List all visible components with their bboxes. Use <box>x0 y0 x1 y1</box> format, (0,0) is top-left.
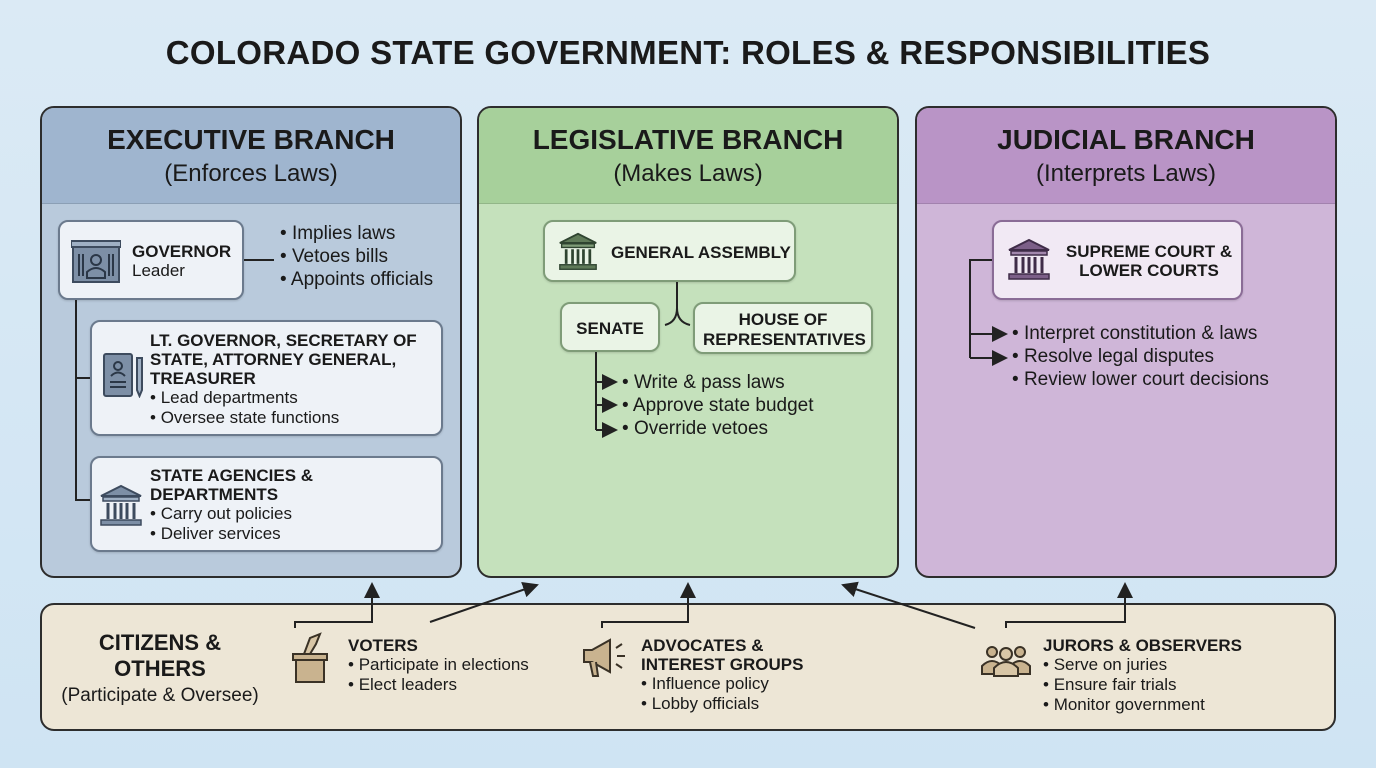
voters-to-legislative-arrow <box>429 582 539 623</box>
executive-hierarchy-line <box>75 300 90 501</box>
judicial-header: JUDICIAL BRANCH (Interprets Laws) <box>917 108 1335 204</box>
courts-title: SUPREME COURT & LOWER COURTS <box>1065 242 1233 280</box>
jurors-to-judicial-arrow <box>1005 582 1133 628</box>
advocates-title: ADVOCATES & INTEREST GROUPS <box>641 636 804 674</box>
citizens-label: CITIZENS & OTHERS (Participate & Oversee… <box>50 630 270 707</box>
senate-title: SENATE <box>576 319 644 338</box>
legislative-header: LEGISLATIVE BRANCH (Makes Laws) <box>479 108 897 204</box>
voters-title: VOTERS <box>348 636 418 655</box>
duty-item: • Monitor government <box>1043 695 1205 714</box>
citizens-title: CITIZENS & OTHERS <box>98 630 222 681</box>
citizens-panel <box>40 603 1336 731</box>
duty-item: • Carry out policies <box>150 504 293 523</box>
jurors-title: JURORS & OBSERVERS <box>1043 636 1243 655</box>
assembly-branch-connector <box>664 282 691 326</box>
courthouse-icon <box>1008 238 1050 280</box>
duty-item: Override vetoes <box>622 417 814 440</box>
duty-item: Appoints officials <box>280 268 433 291</box>
officials-box: LT. GOVERNOR, SECRETARY OF STATE, ATTORN… <box>90 320 443 436</box>
page-title: COLORADO STATE GOVERNMENT: ROLES & RESPO… <box>165 34 1211 71</box>
voters-group: VOTERS • Participate in elections • Elec… <box>348 636 529 695</box>
governor-duties: Implies laws Vetoes bills Appoints offic… <box>280 222 433 291</box>
duty-item: • Lobby officials <box>641 694 760 713</box>
capitol-building-icon <box>559 232 597 270</box>
judicial-connector <box>969 259 992 358</box>
jurors-group: JURORS & OBSERVERS • Serve on juries • E… <box>1043 636 1242 715</box>
ballot-box-icon <box>292 632 328 683</box>
duty-item: Resolve legal disputes <box>1012 345 1269 368</box>
megaphone-icon <box>583 638 625 677</box>
judicial-subtitle: (Interprets Laws) <box>1035 160 1217 187</box>
judicial-duties: Interpret constitution & laws Resolve le… <box>1012 322 1269 391</box>
duty-item: • Influence policy <box>641 674 769 693</box>
duty-item: Review lower court decisions <box>1012 368 1269 391</box>
executive-title: EXECUTIVE BRANCH <box>107 124 395 155</box>
officials-title: LT. GOVERNOR, SECRETARY OF STATE, ATTORN… <box>150 331 417 388</box>
duty-item: • Participate in elections <box>348 655 529 674</box>
building-icon <box>100 484 142 526</box>
duty-item: Vetoes bills <box>280 245 433 268</box>
governor-office-icon <box>71 240 121 283</box>
duty-item: • Deliver services <box>150 524 281 543</box>
executive-subtitle: (Enforces Laws) <box>164 160 338 187</box>
house-title: HOUSE OF REPRESENTATIVES <box>703 310 866 349</box>
general-assembly-title: GENERAL ASSEMBLY <box>611 243 791 262</box>
house-box: HOUSE OF REPRESENTATIVES <box>693 302 873 354</box>
duty-item: • Serve on juries <box>1043 655 1168 674</box>
duty-item: • Elect leaders <box>348 675 457 694</box>
document-pen-icon <box>103 353 143 398</box>
people-group-icon <box>981 646 1031 677</box>
duty-item: Implies laws <box>280 222 433 245</box>
duty-item: Approve state budget <box>622 394 814 417</box>
judicial-title: JUDICIAL BRANCH <box>997 124 1255 155</box>
governor-title: GOVERNOR <box>132 242 232 261</box>
voters-to-executive-arrow <box>294 582 380 628</box>
agencies-box: STATE AGENCIES & DEPARTMENTS • Carry out… <box>90 456 443 552</box>
advocates-to-legislative-arrow <box>601 582 696 628</box>
citizens-subtitle: (Participate & Oversee) <box>61 685 259 706</box>
legislative-duties: Write & pass laws Approve state budget O… <box>622 371 814 440</box>
legislative-subtitle: (Makes Laws) <box>613 160 763 187</box>
legislative-title: LEGISLATIVE BRANCH <box>532 124 844 155</box>
governor-box: GOVERNOR Leader <box>58 220 244 300</box>
jurors-to-legislative-arrow <box>841 581 976 629</box>
governor-role: Leader <box>132 261 185 280</box>
senate-box: SENATE <box>560 302 660 352</box>
advocates-group: ADVOCATES & INTEREST GROUPS • Influence … <box>641 636 821 714</box>
agencies-title: STATE AGENCIES & DEPARTMENTS <box>150 466 314 504</box>
executive-header: EXECUTIVE BRANCH (Enforces Laws) <box>42 108 460 204</box>
legislative-duty-arrows <box>595 352 616 430</box>
duty-item: Interpret constitution & laws <box>1012 322 1269 345</box>
duty-item: • Lead departments <box>150 388 298 407</box>
courts-box: SUPREME COURT & LOWER COURTS <box>992 220 1243 300</box>
general-assembly-box: GENERAL ASSEMBLY <box>543 220 796 282</box>
duty-item: Write & pass laws <box>622 371 814 394</box>
duty-item: • Ensure fair trials <box>1043 675 1177 694</box>
duty-item: • Oversee state functions <box>150 408 340 427</box>
